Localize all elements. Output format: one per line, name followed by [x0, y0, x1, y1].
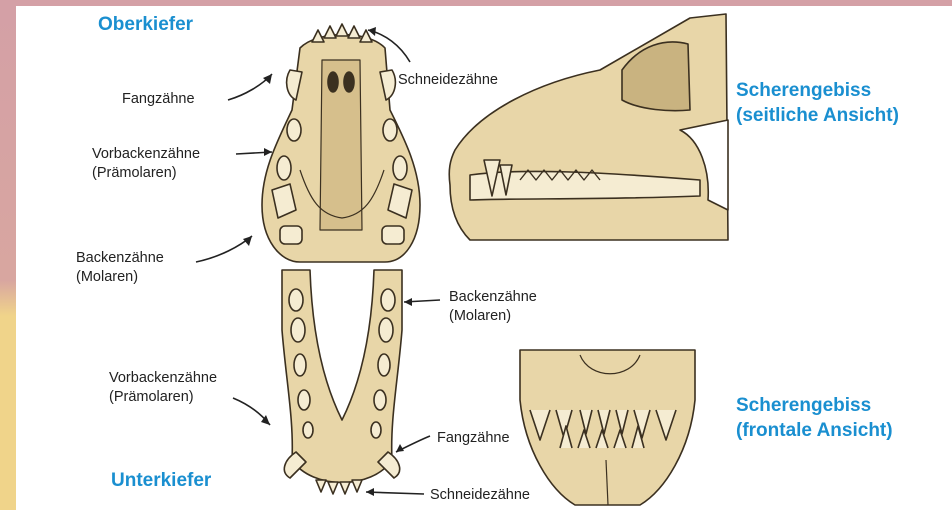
lower-premolars-label: Vorbackenzähne (Prämolaren): [109, 369, 217, 407]
lower-molars-line2: (Molaren): [449, 307, 537, 326]
lower-molars-line1: Backenzähne: [449, 288, 537, 307]
lower-molars-label: Backenzähne (Molaren): [449, 288, 537, 326]
front-view-skull-drawing: [520, 350, 695, 505]
upper-premolars-line1: Vorbackenzähne: [92, 145, 200, 164]
side-view-title-line2: (seitliche Ansicht): [736, 103, 899, 128]
lower-canines-label: Fangzähne: [437, 429, 510, 448]
side-view-title-line1: Scherengebiss: [736, 78, 899, 103]
side-view-skull-drawing: [449, 14, 728, 240]
lower-incisors-label: Schneidezähne: [430, 486, 530, 505]
upper-molars-line2: (Molaren): [76, 268, 164, 287]
upper-molars-label: Backenzähne (Molaren): [76, 249, 164, 287]
front-view-title-line2: (frontale Ansicht): [736, 418, 893, 443]
upper-molars-line1: Backenzähne: [76, 249, 164, 268]
front-view-title: Scherengebiss (frontale Ansicht): [736, 393, 893, 443]
upper-jaw-title: Oberkiefer: [98, 14, 193, 36]
lower-premolars-line2: (Prämolaren): [109, 388, 217, 407]
lower-premolars-line1: Vorbackenzähne: [109, 369, 217, 388]
lower-jaw-title: Unterkiefer: [111, 470, 211, 492]
upper-incisors-label: Schneidezähne: [398, 71, 498, 90]
side-view-title: Scherengebiss (seitliche Ansicht): [736, 78, 899, 128]
upper-canines-label: Fangzähne: [122, 90, 195, 109]
upper-premolars-label: Vorbackenzähne (Prämolaren): [92, 145, 200, 183]
lower-jaw-drawing: [282, 270, 402, 494]
upper-premolars-line2: (Prämolaren): [92, 164, 200, 183]
upper-jaw-drawing: [262, 24, 420, 262]
front-view-title-line1: Scherengebiss: [736, 393, 893, 418]
